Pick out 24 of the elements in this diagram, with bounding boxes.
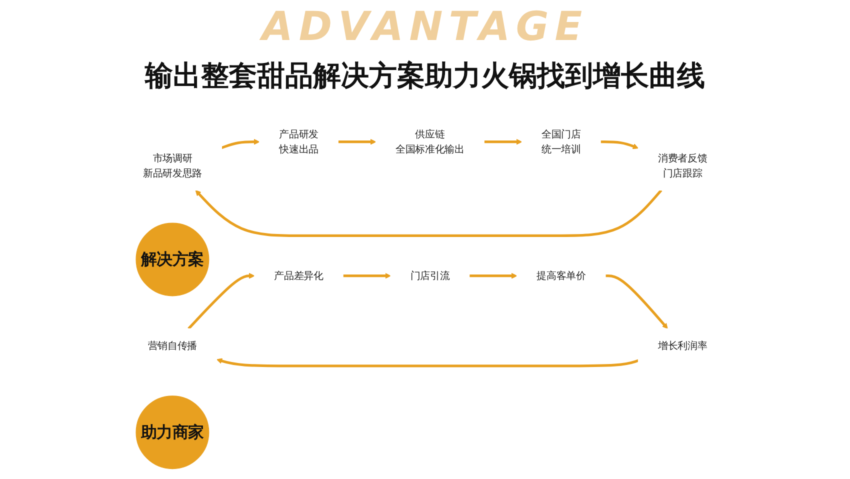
arrow [469,272,518,279]
arrow [188,272,255,330]
node-circle: 解决方案 [136,222,210,296]
arrow [338,138,376,145]
arrow [343,272,391,279]
arrow [195,189,662,237]
arrow [484,138,522,145]
background-word: ADVANTAGE [262,4,588,50]
node-text: 提高客单价 [536,270,586,282]
arrow [600,140,638,150]
arrow [605,274,668,329]
title: 输出整套甜品解决方案助力火锅找到增长曲线 [145,58,705,94]
arrow [221,138,260,150]
node-text: 供应链 全国标准化输出 [395,128,464,155]
node-text: 产品研发 快速出品 [279,128,318,155]
node-text: 营销自传播 [148,340,198,352]
arrow [216,358,639,368]
node-text: 门店引流 [410,270,450,282]
node-text: 消费者反馈 门店跟踪 [658,152,708,179]
node-circle: 助力商家 [136,396,210,470]
node-text: 增长利润率 [658,340,708,352]
node-text: 全国门店 统一培训 [541,128,581,155]
node-text: 市场调研 新品研发思路 [142,152,202,179]
node-text: 产品差异化 [274,270,324,282]
